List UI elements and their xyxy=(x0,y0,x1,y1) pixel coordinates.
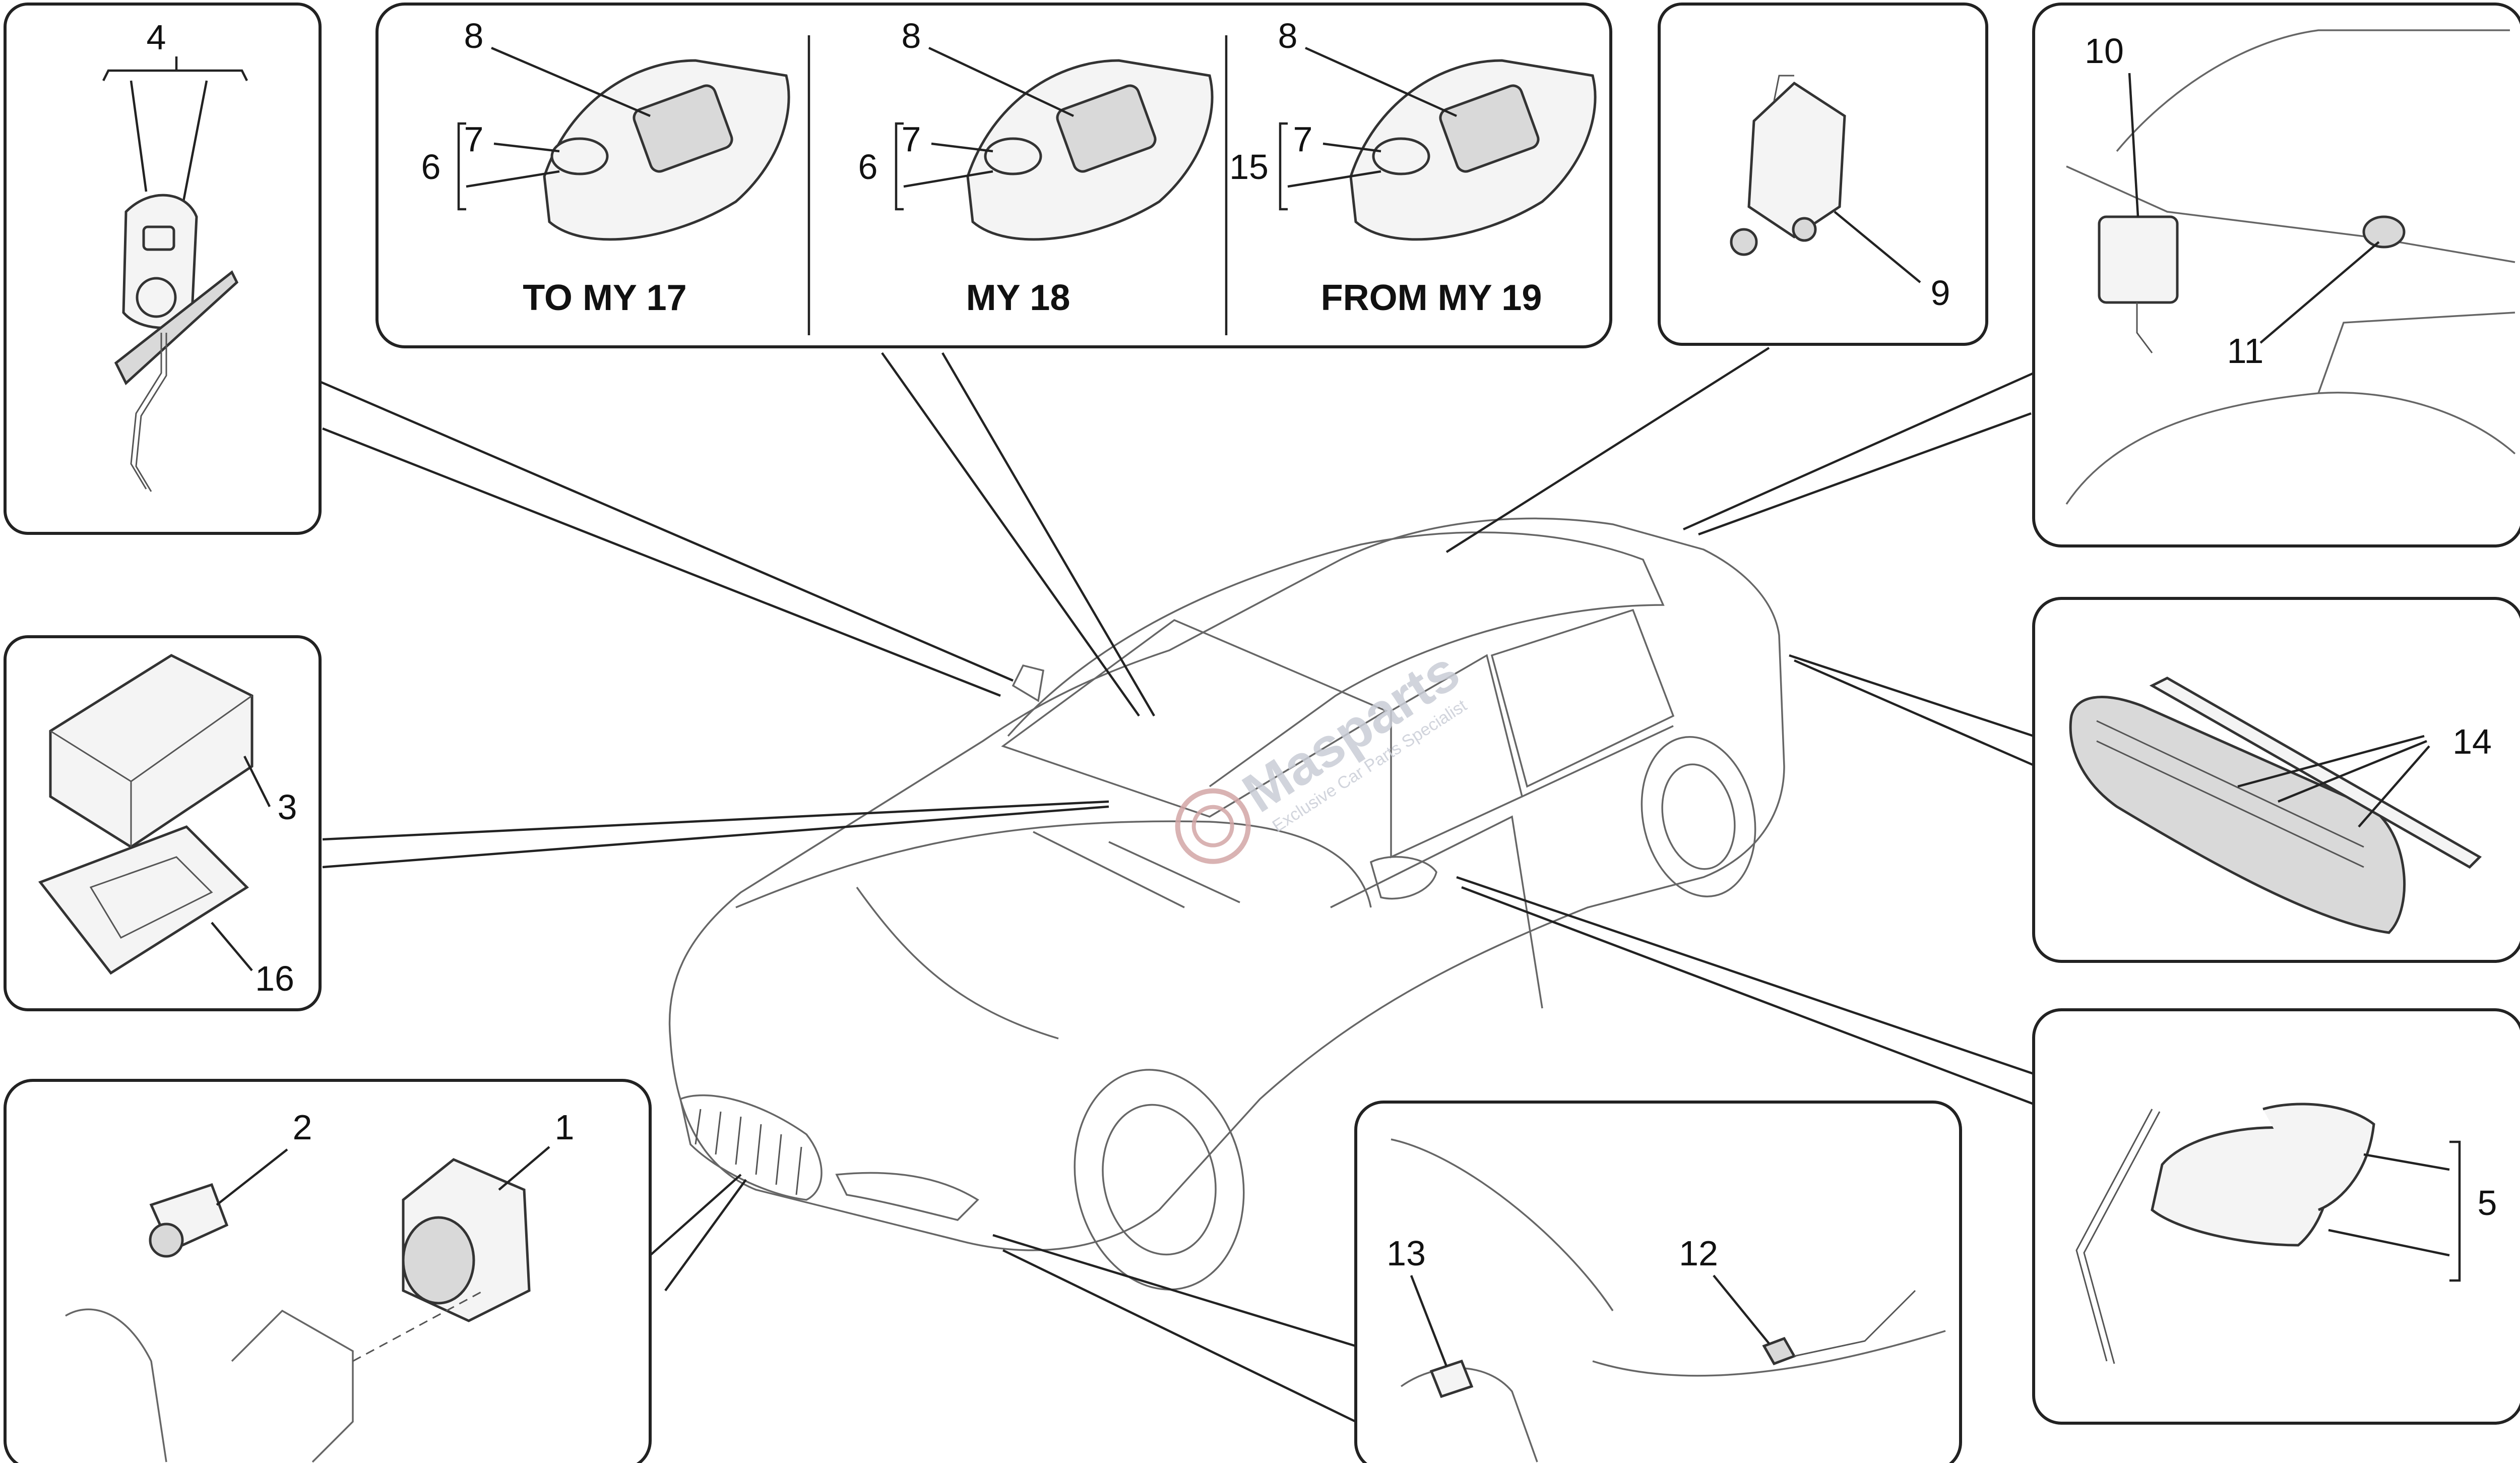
module-3 xyxy=(49,654,254,848)
panel-10-11: 10 11 xyxy=(2032,3,2520,547)
callout-2: 2 xyxy=(293,1108,312,1147)
caption-variant-1: TO MY 17 xyxy=(523,278,686,318)
panel-14: 14 xyxy=(2032,597,2520,963)
watermark-logo-icon xyxy=(1175,788,1251,864)
panel-9: 9 xyxy=(1658,3,1988,346)
trim-strip-14 xyxy=(2149,677,2482,869)
leader-lines xyxy=(317,347,2037,1423)
module-9 xyxy=(1747,81,1846,239)
grille-bars xyxy=(695,1109,802,1195)
callout-3: 3 xyxy=(278,787,297,827)
sensor-variant-2: 8 7 6 MY 18 xyxy=(858,16,1214,318)
callout-4: 4 xyxy=(147,18,166,57)
callout-9: 9 xyxy=(1931,273,1950,313)
callout-8-v3: 8 xyxy=(1278,16,1298,55)
module-10 xyxy=(2098,215,2179,304)
panel-5: 5 xyxy=(2032,1008,2520,1425)
callout-15-v3: 15 xyxy=(1229,147,1269,187)
callout-8-v1: 8 xyxy=(464,16,484,55)
mirror-glass-5 xyxy=(2262,1103,2375,1211)
callout-10: 10 xyxy=(2085,31,2124,71)
sensor-variant-1: 8 7 6 TO MY 17 xyxy=(421,16,790,318)
callout-1: 1 xyxy=(555,1108,575,1147)
sensor-13 xyxy=(1429,1359,1474,1398)
callout-7-v2: 7 xyxy=(902,119,921,159)
bracket-16 xyxy=(38,825,249,975)
callout-8-v2: 8 xyxy=(902,16,921,55)
caption-variant-3: FROM MY 19 xyxy=(1321,278,1542,318)
callout-11: 11 xyxy=(2227,331,2264,371)
callout-16: 16 xyxy=(255,959,294,998)
callout-5: 5 xyxy=(2478,1183,2497,1223)
panel-4: 4 xyxy=(4,3,322,535)
callout-6-v2: 6 xyxy=(858,147,878,187)
light-bar-14 xyxy=(2069,696,2406,934)
panel-1-2: 2 1 xyxy=(4,1079,652,1463)
caption-variant-2: MY 18 xyxy=(966,278,1070,318)
sensor-variant-3: 8 7 15 FROM MY 19 xyxy=(1229,16,1597,318)
sensor-11 xyxy=(2362,215,2406,249)
callout-7-v3: 7 xyxy=(1293,119,1313,159)
panel-12-13: 13 12 xyxy=(1354,1101,1962,1463)
callout-14: 14 xyxy=(2452,722,2492,761)
callout-7-v1: 7 xyxy=(464,119,484,159)
panel-sensor-group: 8 7 6 TO MY 17 8 7 6 MY 18 xyxy=(375,3,1612,348)
callout-13: 13 xyxy=(1387,1234,1426,1273)
antenna-base-plate xyxy=(114,270,239,386)
callout-12: 12 xyxy=(1679,1234,1718,1273)
panel-3-16: 3 16 xyxy=(4,635,322,1011)
callout-6-v1: 6 xyxy=(421,147,441,187)
